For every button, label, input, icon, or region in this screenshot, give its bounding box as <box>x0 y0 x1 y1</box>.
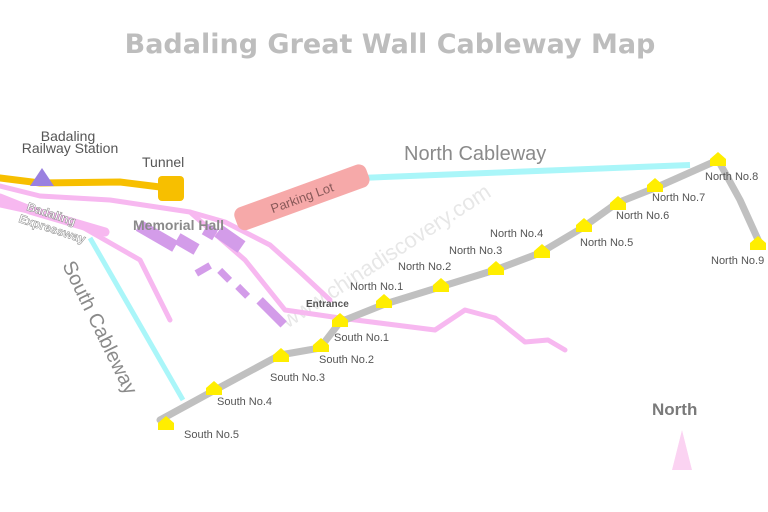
station-label-south-1: South No.1 <box>334 332 389 344</box>
tunnel-road <box>0 174 172 192</box>
station-label-north-6: North No.6 <box>616 210 669 222</box>
memorial-hall-blocks <box>135 220 287 328</box>
memorial-road <box>187 209 333 303</box>
memorial-hall-label: Memorial Hall <box>133 217 224 233</box>
north-cableway-line <box>359 162 691 181</box>
station-label-north-7: North No.7 <box>652 192 705 204</box>
memorial-block-7 <box>235 283 251 299</box>
tunnel-marker <box>158 176 184 201</box>
station-marker-south-5 <box>158 416 174 430</box>
parking-lot-block <box>234 164 370 231</box>
station-label-north-2: North No.2 <box>398 261 451 273</box>
station-label-south-5: South No.5 <box>184 429 239 441</box>
memorial-block-2 <box>174 233 200 255</box>
north-arrow-icon <box>672 430 692 470</box>
entrance-label: Entrance <box>306 299 349 310</box>
station-marker-south-2 <box>313 338 329 352</box>
station-label-north-3: North No.3 <box>449 245 502 257</box>
north-arrow-label: North <box>652 400 697 419</box>
expressway-road <box>0 193 110 237</box>
station-label-north-1: North No.1 <box>350 281 403 293</box>
map-title: Badaling Great Wall Cableway Map <box>125 29 656 60</box>
station-label-north-4: North No.4 <box>490 228 543 240</box>
station-marker-south-3 <box>273 348 289 362</box>
memorial-block-6 <box>217 267 233 283</box>
memorial-block-1 <box>135 220 179 252</box>
station-marker-north-1 <box>376 294 392 308</box>
station-label-south-3: South No.3 <box>270 372 325 384</box>
north-cableway-label: North Cableway <box>404 143 546 165</box>
memorial-block-8 <box>256 297 287 328</box>
railway-station-icon <box>30 168 54 186</box>
station-marker-south-4 <box>206 381 222 395</box>
station-marker-north-8 <box>710 152 726 166</box>
tunnel-label: Tunnel <box>142 154 184 170</box>
memorial-block-3 <box>214 225 246 253</box>
station-label-south-2: South No.2 <box>319 354 374 366</box>
station-label-south-4: South No.4 <box>217 396 272 408</box>
station-label-north-8: North No.8 <box>705 171 758 183</box>
south-cableway-line <box>87 236 186 402</box>
south-cableway-label: South Cableway <box>58 258 142 399</box>
memorial-block-4 <box>201 223 219 241</box>
station-marker-north-5 <box>576 218 592 232</box>
station-marker-north-3 <box>488 261 504 275</box>
station-marker-south-1 <box>332 313 348 327</box>
station-marker-north-4 <box>534 244 550 258</box>
station-marker-north-7 <box>647 178 663 192</box>
station-label-north-5: North No.5 <box>580 237 633 249</box>
parking-lot: Parking Lot <box>234 164 370 231</box>
station-label-north-9: North No.9 <box>711 255 764 267</box>
railway-station-label-1: Badaling <box>41 128 96 144</box>
railway-station-label-2: Railway Station <box>22 140 119 156</box>
station-markers <box>158 152 766 430</box>
station-marker-north-9 <box>750 236 766 250</box>
memorial-block-5 <box>194 262 212 277</box>
station-marker-north-2 <box>433 278 449 292</box>
station-marker-north-6 <box>610 196 626 210</box>
